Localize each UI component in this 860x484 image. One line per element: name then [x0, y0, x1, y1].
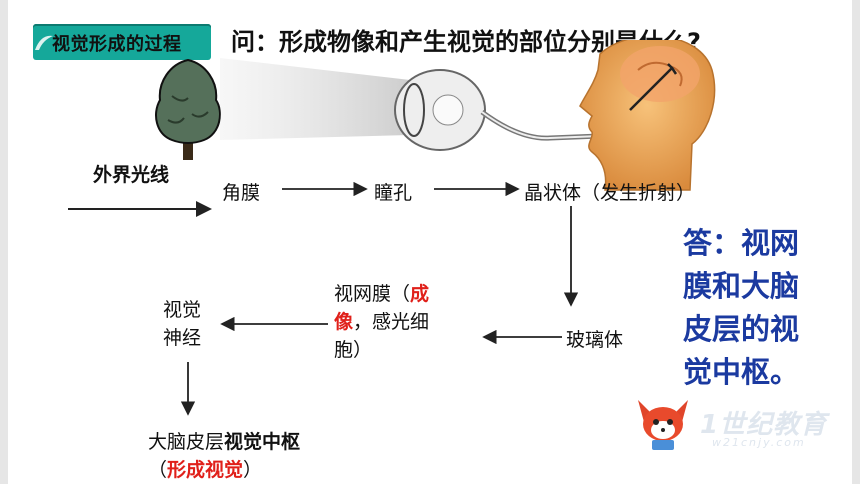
label-external-light: 外界光线: [93, 164, 170, 186]
watermark-url: w21cnjy.com: [712, 436, 806, 449]
label-vitreous: 玻璃体: [566, 329, 624, 351]
eyeball: [394, 69, 486, 151]
tree-icon: [155, 58, 221, 160]
section-tag-label: 视觉形成的过程: [52, 34, 182, 55]
label-retina: 视网膜（成 像，感光细 胞）: [334, 283, 430, 361]
label-lens: 晶状体（发生折射）: [524, 182, 696, 204]
watermark-logo: 1世纪教育: [700, 410, 828, 440]
answer-text: 答：视网 膜和大脑 皮层的视 觉中枢。: [683, 226, 800, 389]
fox-mascot-icon: [638, 400, 688, 450]
tag-swoosh-icon: [35, 35, 53, 50]
label-visual-cortex: 大脑皮层视觉中枢 （形成视觉）: [148, 431, 301, 481]
left-margin-bar: [0, 0, 8, 484]
label-optic-nerve: 视觉 神经: [163, 299, 202, 349]
section-tag: [33, 24, 211, 60]
eye-head-illustration: [220, 40, 716, 191]
head: [579, 40, 716, 191]
right-margin-bar: [852, 0, 860, 484]
label-cornea: 角膜: [222, 182, 261, 204]
label-pupil: 瞳孔: [374, 182, 413, 204]
